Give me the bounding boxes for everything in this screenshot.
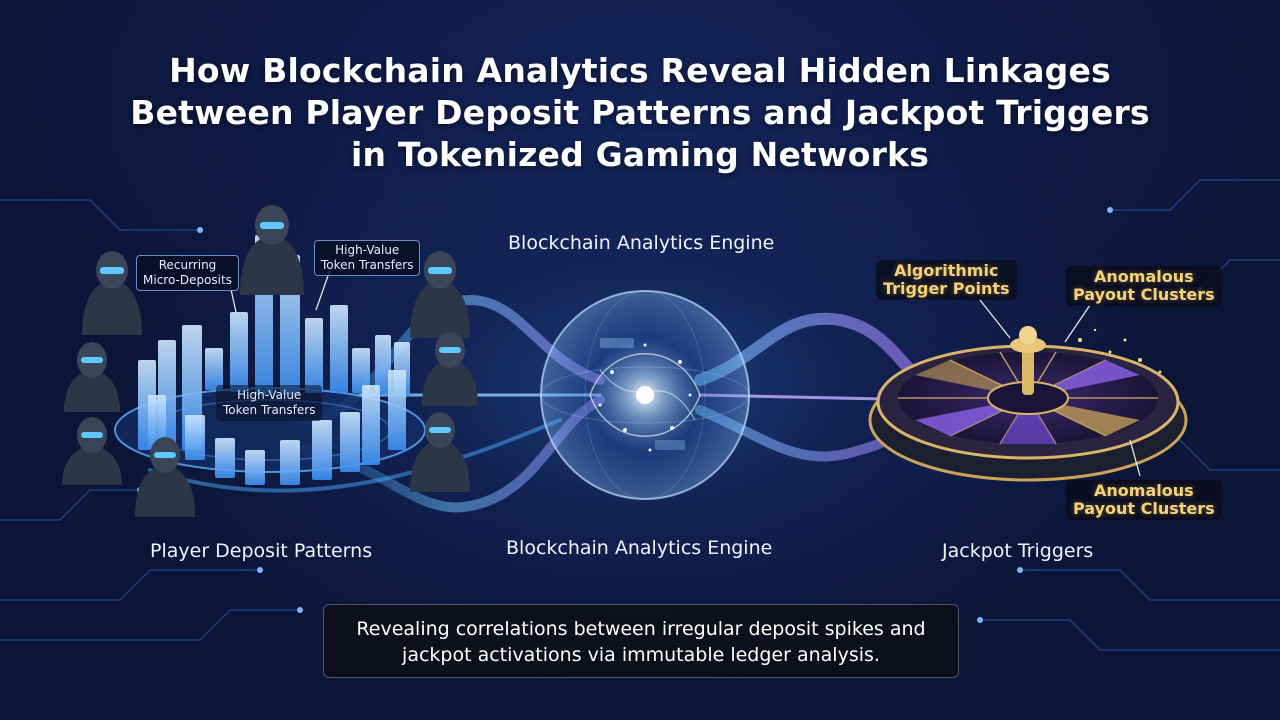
tag-high-value-transfers: High-Value Token Transfers <box>314 240 421 276</box>
callout-payout-clusters-bottom: Anomalous Payout Clusters <box>1066 480 1222 520</box>
callout-line: Algorithmic <box>894 261 999 280</box>
player-figure <box>135 437 195 517</box>
page-title: How Blockchain Analytics Reveal Hidden L… <box>0 50 1280 176</box>
player-figure <box>82 251 142 335</box>
tag-center-high-value: High-Value Token Transfers <box>216 385 323 421</box>
callout-line: Anomalous <box>1094 267 1194 286</box>
caption-line: Revealing correlations between irregular… <box>356 618 926 640</box>
player-figure <box>422 332 478 406</box>
caption-line: jackpot activations via immutable ledger… <box>402 644 880 666</box>
tag-line: Token Transfers <box>321 258 414 272</box>
callout-lines <box>229 269 1141 477</box>
callout-payout-clusters-top: Anomalous Payout Clusters <box>1066 266 1222 306</box>
tag-line: High-Value <box>237 388 302 402</box>
callout-line: Trigger Points <box>883 279 1010 298</box>
callout-trigger-points: Algorithmic Trigger Points <box>876 260 1017 300</box>
callout-line: Anomalous <box>1094 481 1194 500</box>
engine-label-bottom: Blockchain Analytics Engine <box>506 537 773 559</box>
tag-line: High-Value <box>335 243 400 257</box>
player-figure <box>240 205 304 295</box>
tag-line: Micro-Deposits <box>143 273 232 287</box>
engine-label-top: Blockchain Analytics Engine <box>508 232 775 254</box>
deposits-label: Player Deposit Patterns <box>150 540 373 562</box>
jackpot-wheel <box>868 326 1188 482</box>
sparkles <box>1078 328 1162 374</box>
tag-line: Recurring <box>158 258 217 272</box>
analytics-sphere <box>540 290 750 500</box>
player-figure <box>62 417 122 485</box>
player-figure <box>64 342 120 412</box>
callout-line: Payout Clusters <box>1073 499 1215 518</box>
player-figures <box>62 205 478 517</box>
title-line: in Tokenized Gaming Networks <box>350 135 930 174</box>
title-line: Between Player Deposit Patterns and Jack… <box>130 93 1150 132</box>
title-line: How Blockchain Analytics Reveal Hidden L… <box>169 51 1111 90</box>
player-figure <box>410 412 470 492</box>
jackpot-label: Jackpot Triggers <box>942 540 1094 562</box>
caption-box: Revealing correlations between irregular… <box>323 604 959 678</box>
callout-line: Payout Clusters <box>1073 285 1215 304</box>
circuit-lines <box>0 179 1280 651</box>
tag-line: Token Transfers <box>223 403 316 417</box>
player-figure <box>410 251 470 338</box>
tag-recurring-micro-deposits: Recurring Micro-Deposits <box>136 255 239 291</box>
